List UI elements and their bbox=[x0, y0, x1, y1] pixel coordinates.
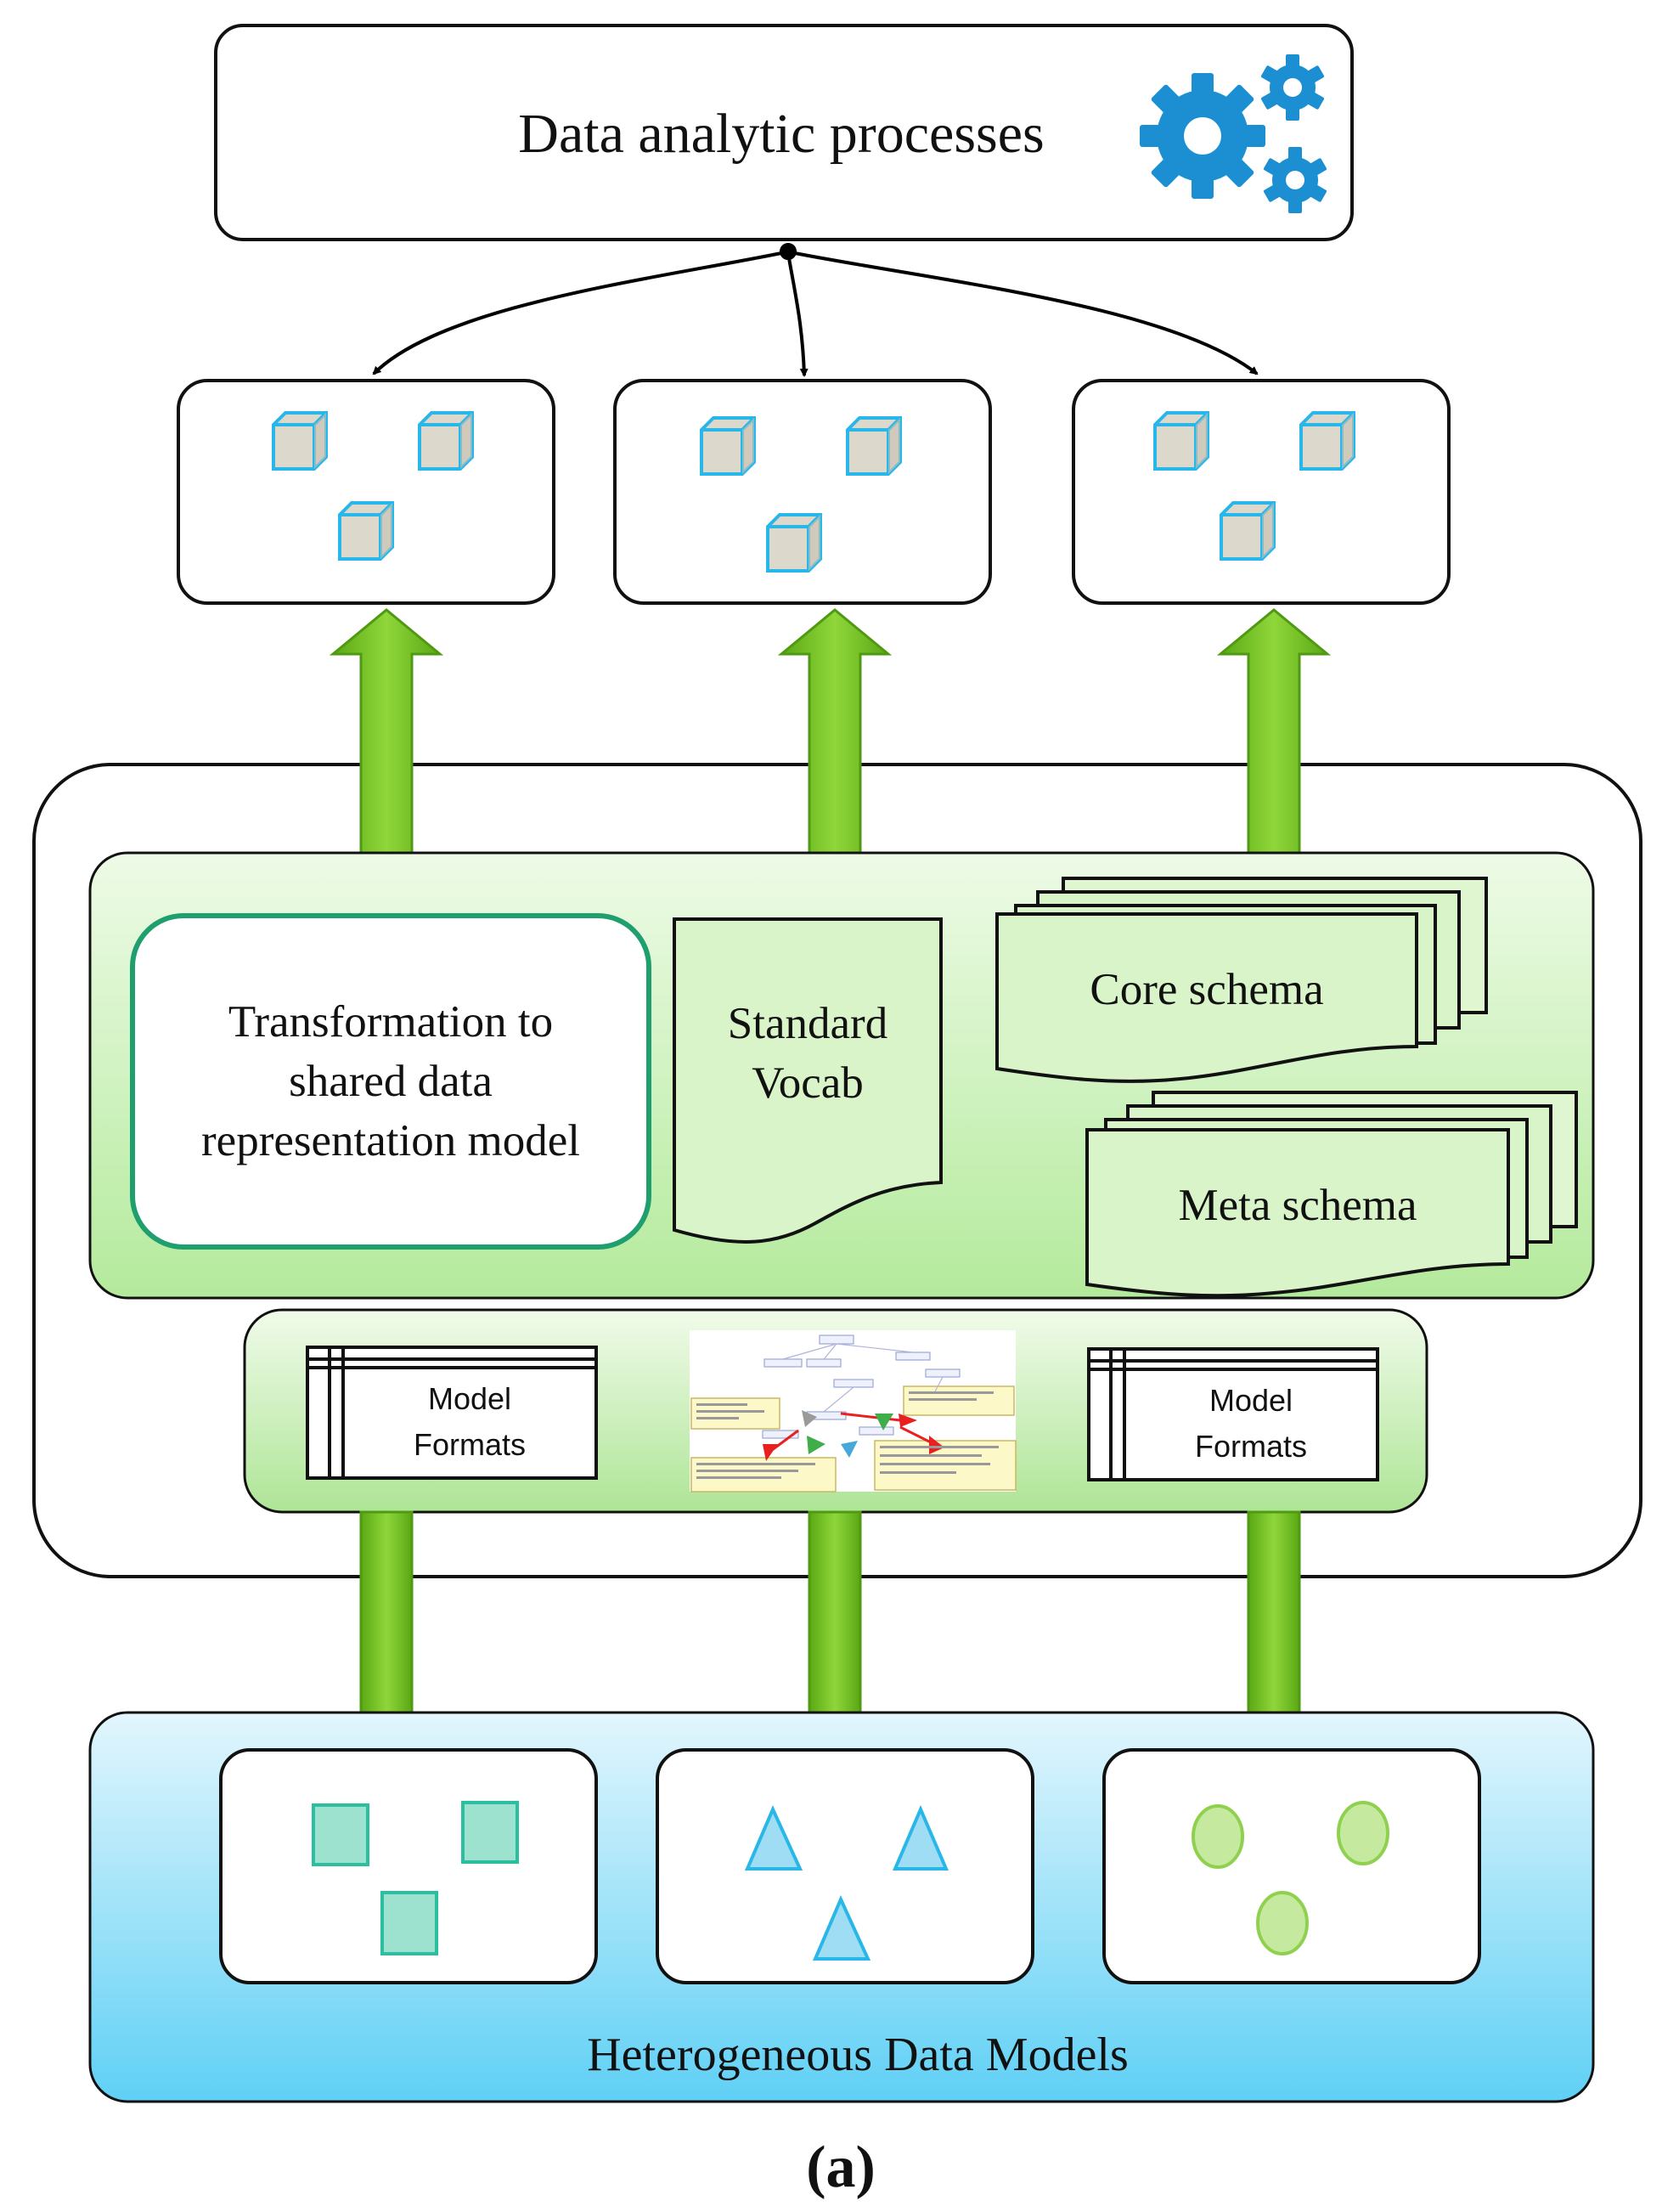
model-formats-left-line-1: Model bbox=[427, 1381, 512, 1416]
transformation-label: Transformation to shared data representa… bbox=[144, 992, 637, 1171]
triangles-box bbox=[656, 1748, 1034, 1984]
gears-icon bbox=[1140, 54, 1327, 213]
cube-box-2 bbox=[613, 379, 992, 605]
model-formats-right-label: Model Formats bbox=[1124, 1378, 1378, 1470]
model-mapping-thumbnail bbox=[690, 1330, 1017, 1493]
core-schema-label: Core schema bbox=[1090, 965, 1324, 1014]
up-arrows-bottom bbox=[359, 1510, 1301, 1718]
up-arrows-top bbox=[329, 608, 1332, 860]
model-formats-left bbox=[306, 1346, 598, 1480]
standard-vocab-label: Standard Vocab bbox=[674, 994, 941, 1113]
analytics-title: Data analytic processes bbox=[518, 103, 1045, 165]
transformation-box bbox=[130, 913, 651, 1250]
meta-schema-label: Meta schema bbox=[1178, 1181, 1417, 1230]
model-formats-right-line-2: Formats bbox=[1194, 1429, 1307, 1464]
circles-box bbox=[1102, 1748, 1481, 1984]
connector-arrows bbox=[372, 243, 1259, 377]
model-formats-right bbox=[1087, 1347, 1379, 1481]
standard-vocab-document bbox=[673, 917, 943, 1244]
analytics-box bbox=[214, 24, 1354, 241]
transformation-line-2: shared data bbox=[289, 1057, 493, 1106]
model-formats-right-line-1: Model bbox=[1209, 1383, 1293, 1418]
vocab-line-1: Standard bbox=[727, 999, 888, 1048]
transformation-line-1: Transformation to bbox=[228, 997, 554, 1047]
transformation-line-3: representation model bbox=[201, 1116, 580, 1165]
model-formats-left-label: Model Formats bbox=[343, 1376, 596, 1468]
core-schema-stack bbox=[995, 877, 1488, 1083]
cube-box-1 bbox=[177, 379, 555, 605]
heterogeneous-models-label: Heterogeneous Data Models bbox=[587, 2029, 1129, 2081]
cube-box-3 bbox=[1072, 379, 1451, 605]
meta-schema-stack bbox=[1085, 1091, 1578, 1298]
model-formats-left-line-2: Formats bbox=[413, 1427, 526, 1462]
figure-caption: (a) bbox=[806, 2135, 876, 2200]
vocab-line-2: Vocab bbox=[752, 1058, 864, 1108]
squares-box bbox=[219, 1748, 598, 1984]
